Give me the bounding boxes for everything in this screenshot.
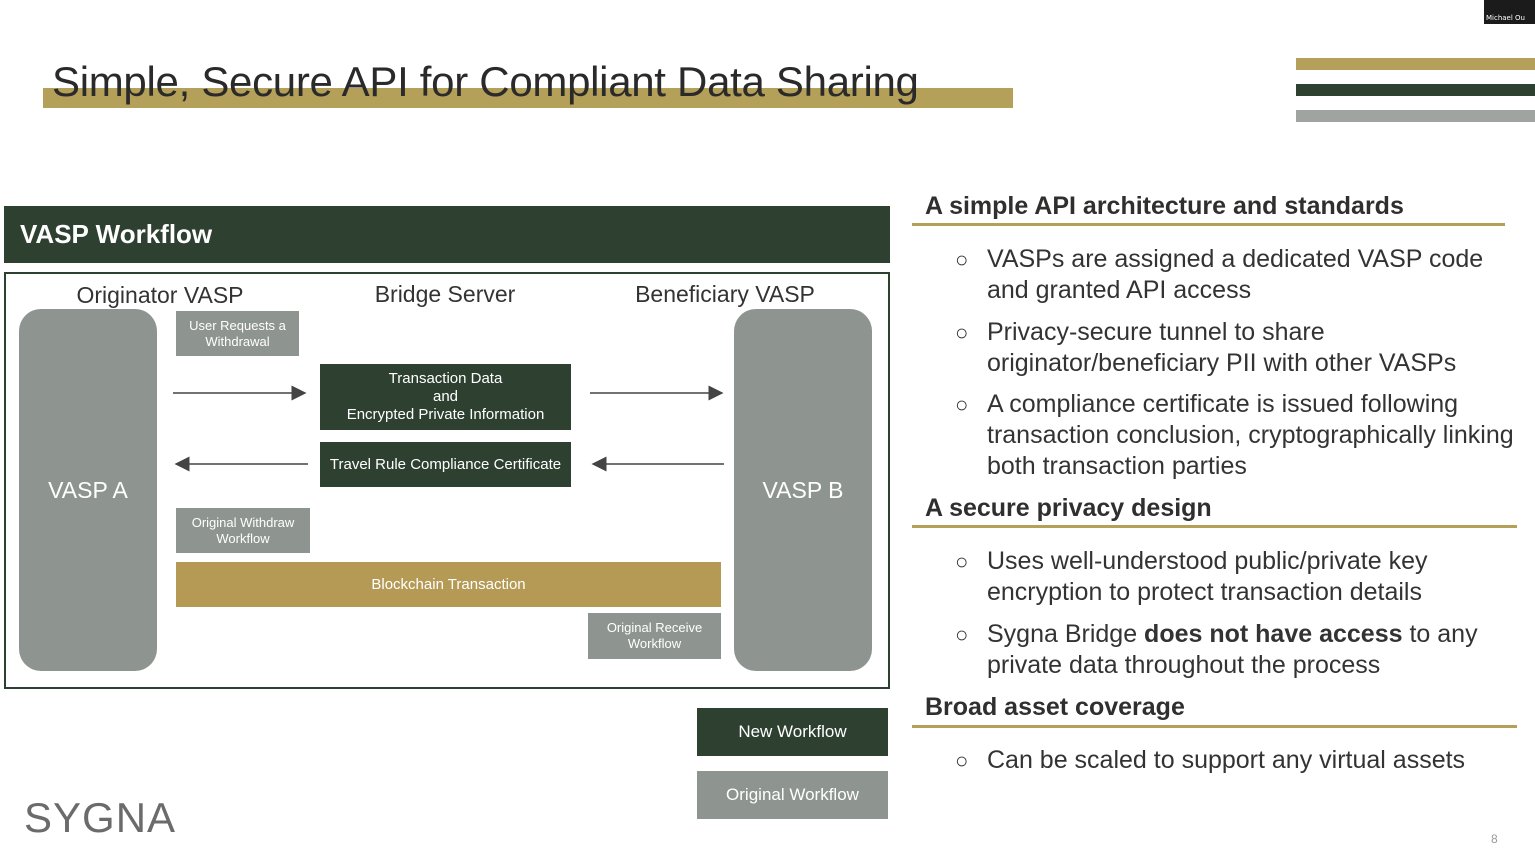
legend-new-workflow: New Workflow [697,708,888,756]
presenter-video-thumbnail[interactable]: Michael Ou [1484,0,1535,24]
original-withdraw-label: Original Withdraw Workflow [191,514,295,546]
legend-new-workflow-label: New Workflow [738,722,847,741]
bullet-marker: ○ [955,320,969,345]
page-number: 8 [1491,832,1498,846]
bullet-text: A compliance certificate is issued follo… [987,390,1514,480]
compliance-certificate-label: Travel Rule Compliance Certificate [329,455,562,473]
bullet-marker: ○ [955,748,969,773]
user-requests-box: User Requests a Withdrawal [176,311,299,356]
section-heading-api: A simple API architecture and standards [925,192,1404,220]
bridge-server-label: Bridge Server [374,281,516,307]
vasp-b-label: VASP B [762,476,844,503]
bridge-bullet-post: to any private data throughout the proce… [987,620,1478,679]
stripe-gold [1296,58,1535,70]
transaction-data-box: Transaction Data and Encrypted Private I… [320,364,571,430]
original-withdraw-box: Original Withdraw Workflow [176,508,310,553]
bullet-text: Can be scaled to support any virtual ass… [987,746,1466,774]
transaction-data-line2: and [432,388,459,405]
workflow-arrows [173,385,724,472]
presenter-name: Michael Ou [1486,14,1525,22]
vasp-a-label: VASP A [48,476,128,503]
bridge-bullet-pre: Sygna Bridge [987,620,1145,648]
bullet-marker: ○ [955,247,969,272]
bullet-text: Privacy-secure tunnel to share originato… [987,318,1457,377]
compliance-certificate-box: Travel Rule Compliance Certificate [320,442,571,487]
section-rule-privacy [912,525,1517,528]
transaction-data-line1: Transaction Data [388,370,503,387]
blockchain-transaction-bar: Blockchain Transaction [176,562,721,607]
vasp-b-node: VASP B [734,309,872,671]
stripe-green [1296,84,1535,96]
section-heading-assets: Broad asset coverage [925,693,1185,721]
stripe-gray [1296,110,1535,122]
bullet-marker: ○ [955,392,969,417]
user-requests-label: User Requests a Withdrawal [189,317,286,349]
section-rule-assets [912,725,1517,728]
vasp-a-node: VASP A [19,309,157,671]
legend-original-workflow: Original Workflow [697,771,888,819]
bullet-text-bridge-access: Sygna Bridge does not have access to any… [987,619,1517,681]
section-rule-api [912,223,1505,226]
workflow-header: VASP Workflow [4,206,890,263]
section-heading-privacy: A secure privacy design [925,494,1212,522]
bullet-text: Uses well-understood public/private key … [987,547,1428,606]
bullet-text: VASPs are assigned a dedicated VASP code… [987,245,1484,304]
blockchain-transaction-label: Blockchain Transaction [371,576,526,593]
bullet-marker: ○ [955,549,969,574]
slide-title: Simple, Secure API for Compliant Data Sh… [52,58,919,105]
transaction-data-line3: Encrypted Private Information [346,406,545,423]
bullet-marker: ○ [955,622,969,647]
sygna-logo: SYGNA [24,794,177,841]
bridge-bullet-bold: does not have access [1144,620,1403,648]
beneficiary-vasp-label: Beneficiary VASP [635,281,815,307]
legend-original-workflow-label: Original Workflow [726,785,859,804]
workflow-diagram-frame [4,272,890,689]
original-receive-box: Original Receive Workflow [588,613,721,659]
original-receive-label: Original Receive Workflow [606,620,703,651]
originator-vasp-label: Originator VASP [76,282,244,308]
title-underline [43,88,1013,108]
